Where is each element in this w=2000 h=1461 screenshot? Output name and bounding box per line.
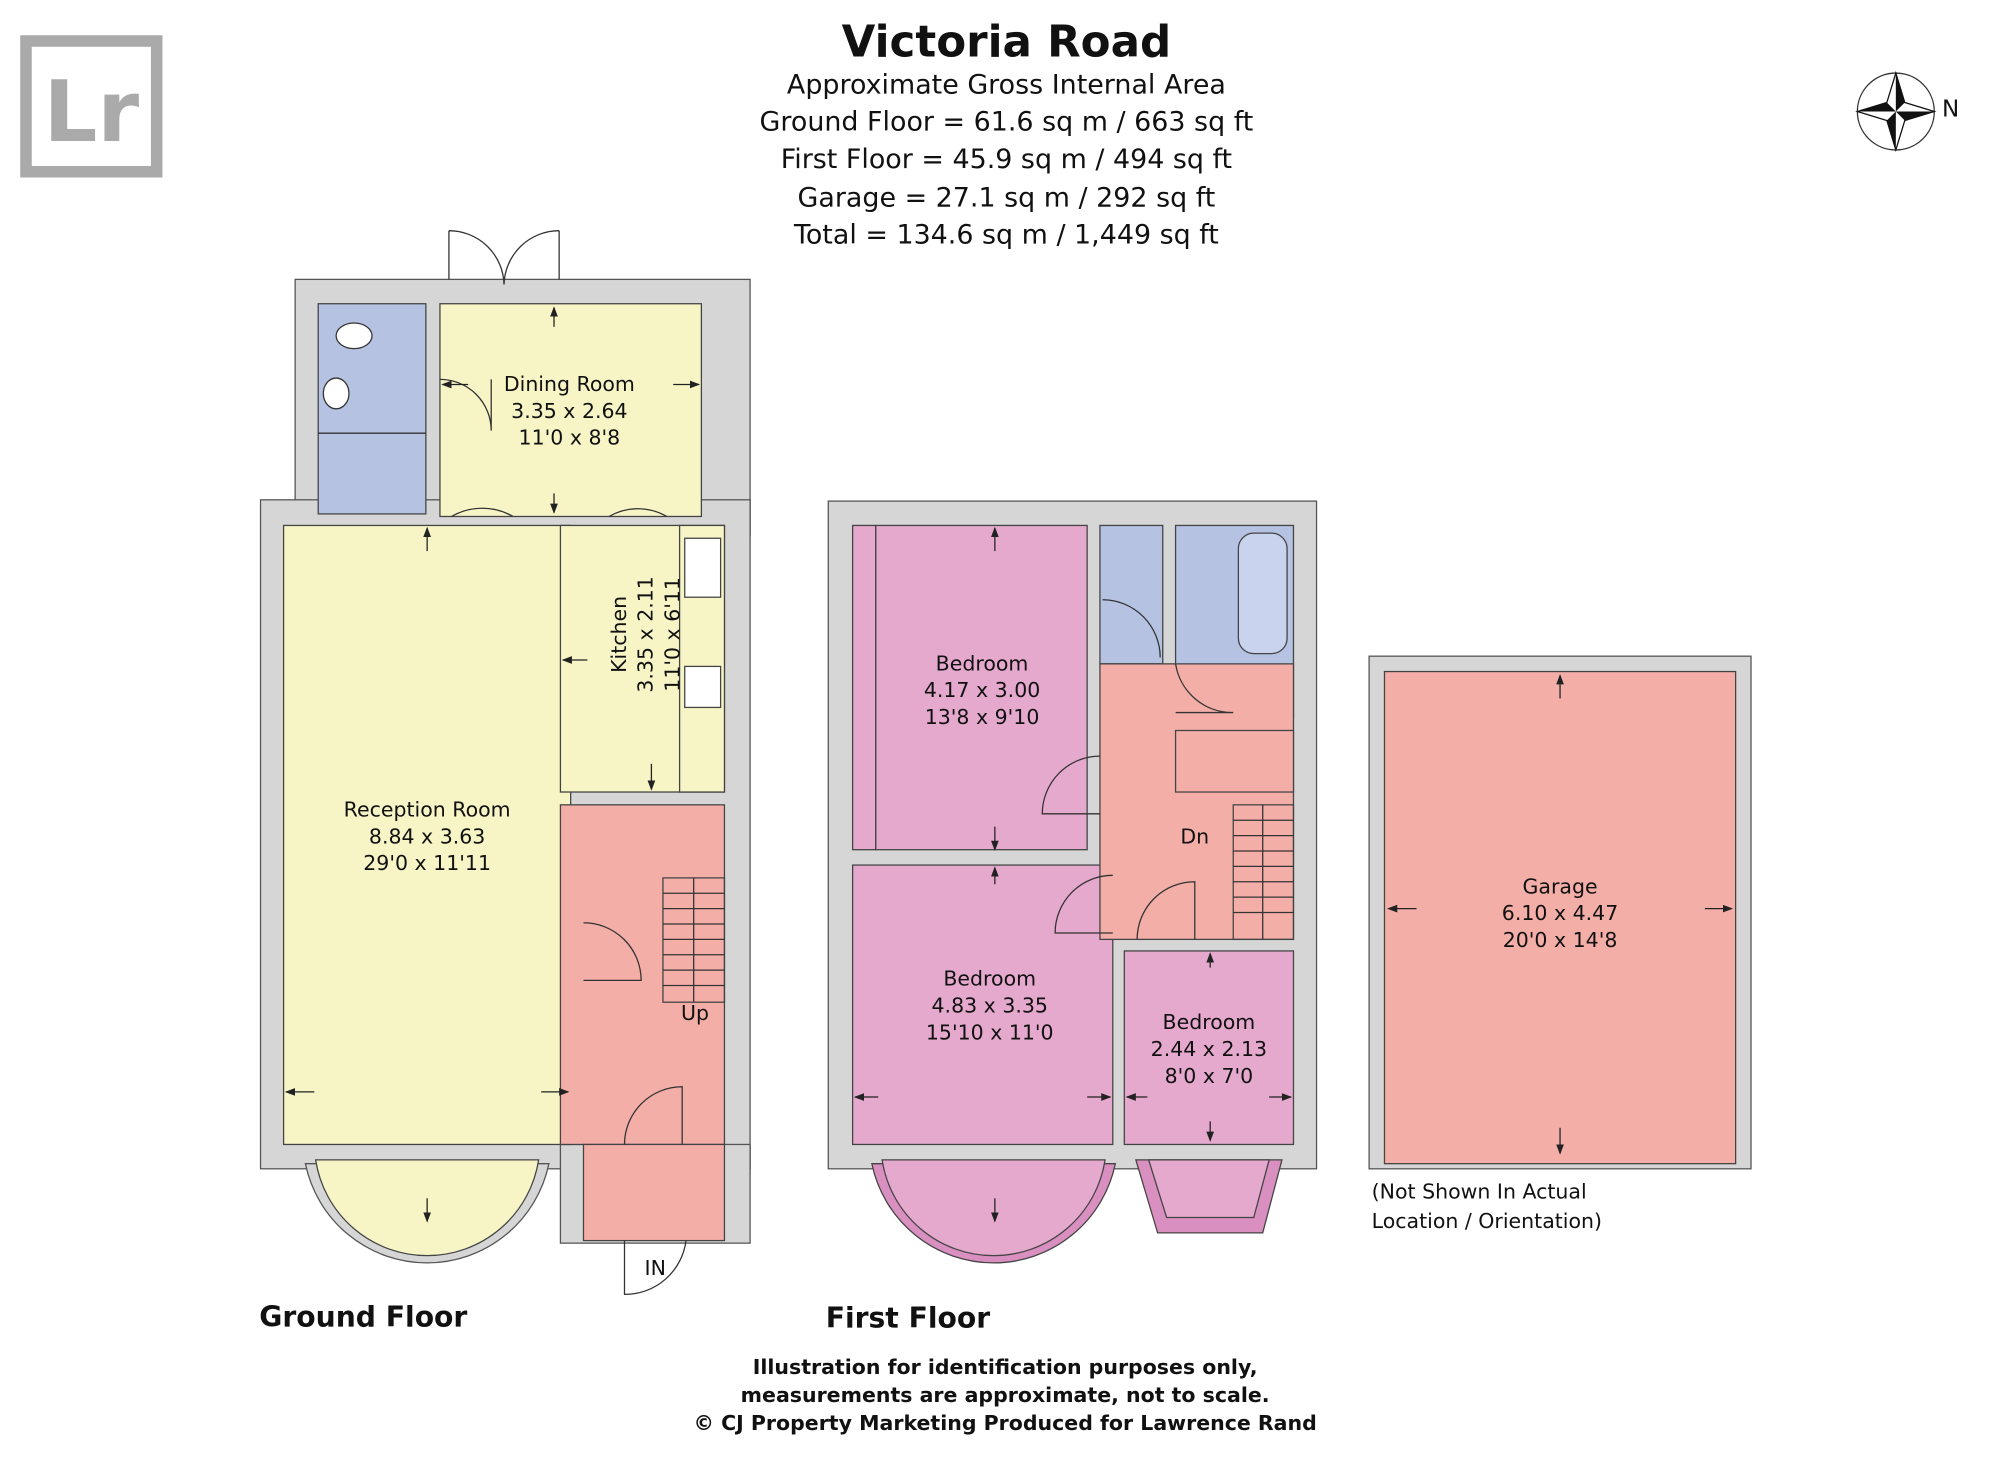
page-title: Victoria Road — [842, 17, 1171, 67]
svg-text:(Not Shown In Actual: (Not Shown In Actual — [1372, 1179, 1587, 1203]
stairs-down — [1232, 804, 1295, 941]
svg-text:4.17 x 3.00: 4.17 x 3.00 — [924, 678, 1040, 702]
dining-room — [439, 303, 703, 518]
svg-text:Location / Orientation): Location / Orientation) — [1372, 1209, 1602, 1233]
area-total: Total = 134.6 sq m / 1,449 sq ft — [793, 220, 1219, 251]
area-garage: Garage = 27.1 sq m / 292 sq ft — [798, 182, 1216, 213]
svg-text:11'0 x 6'11: 11'0 x 6'11 — [661, 577, 685, 692]
svg-text:20'0 x 14'8: 20'0 x 14'8 — [1503, 928, 1618, 952]
svg-text:13'8 x 9'10: 13'8 x 9'10 — [925, 705, 1040, 729]
ground-floor-label: Ground Floor — [259, 1300, 467, 1333]
svg-text:Kitchen: Kitchen — [607, 596, 631, 673]
svg-text:Bedroom: Bedroom — [936, 651, 1029, 675]
first-floor-label: First Floor — [826, 1302, 991, 1335]
svg-text:Dining Room: Dining Room — [504, 372, 635, 396]
svg-text:4.83 x 3.35: 4.83 x 3.35 — [932, 993, 1048, 1017]
svg-text:2.44 x 2.13: 2.44 x 2.13 — [1151, 1037, 1267, 1061]
reception-room — [282, 524, 572, 1146]
svg-text:© CJ Property Marketing Produ: © CJ Property Marketing Produced for Law… — [693, 1411, 1316, 1435]
footer-disclaimer: Illustration for identification purposes… — [693, 1355, 1316, 1435]
svg-text:Reception Room: Reception Room — [344, 797, 511, 821]
landing — [1099, 663, 1295, 941]
svg-text:Bedroom: Bedroom — [943, 967, 1036, 991]
porch — [582, 1143, 726, 1242]
svg-text:measurements are approximate,: measurements are approximate, not to sca… — [741, 1383, 1270, 1407]
bedroom-1 — [875, 524, 1088, 851]
first-floor-plan: Bedroom 4.17 x 3.00 13'8 x 9'10 Bedroom … — [826, 500, 1318, 1335]
svg-text:Lr: Lr — [44, 62, 140, 161]
svg-text:IN: IN — [645, 1256, 666, 1280]
svg-text:Illustration for identificatio: Illustration for identification purposes… — [753, 1355, 1258, 1379]
ground-floor-plan: Dining Room 3.35 x 2.64 11'0 x 8'8 Kitch… — [259, 230, 751, 1333]
area-first: First Floor = 45.9 sq m / 494 sq ft — [781, 144, 1232, 175]
svg-text:11'0 x 8'8: 11'0 x 8'8 — [519, 426, 621, 450]
garage — [1383, 670, 1737, 1165]
garage-plan: Garage 6.10 x 4.47 20'0 x 14'8 (Not Show… — [1368, 655, 1752, 1233]
svg-text:8'0 x 7'0: 8'0 x 7'0 — [1165, 1064, 1254, 1088]
bedroom-2 — [851, 864, 1114, 1146]
subtitle: Approximate Gross Internal Area — [787, 70, 1226, 101]
hallway — [559, 804, 726, 1146]
svg-text:3.35 x 2.64: 3.35 x 2.64 — [511, 399, 627, 423]
area-ground: Ground Floor = 61.6 sq m / 663 sq ft — [760, 107, 1254, 138]
svg-text:15'10 x 11'0: 15'10 x 11'0 — [926, 1020, 1054, 1044]
logo: Lr — [20, 35, 163, 178]
svg-text:N: N — [1942, 97, 1959, 123]
stairs-up — [662, 877, 726, 1003]
svg-text:Dn: Dn — [1180, 824, 1209, 848]
header: Victoria Road Approximate Gross Internal… — [760, 17, 1254, 250]
svg-text:6.10 x 4.47: 6.10 x 4.47 — [1502, 901, 1618, 925]
svg-text:Up: Up — [681, 1001, 709, 1025]
compass-icon: N — [1855, 70, 1959, 153]
svg-text:3.35 x 2.11: 3.35 x 2.11 — [634, 576, 658, 692]
svg-text:8.84 x 3.63: 8.84 x 3.63 — [369, 824, 485, 848]
svg-text:Garage: Garage — [1523, 874, 1598, 898]
svg-text:29'0 x 11'11: 29'0 x 11'11 — [363, 851, 491, 875]
bedroom-3 — [1123, 950, 1295, 1146]
svg-text:Bedroom: Bedroom — [1163, 1010, 1256, 1034]
wc-first — [1099, 524, 1164, 665]
